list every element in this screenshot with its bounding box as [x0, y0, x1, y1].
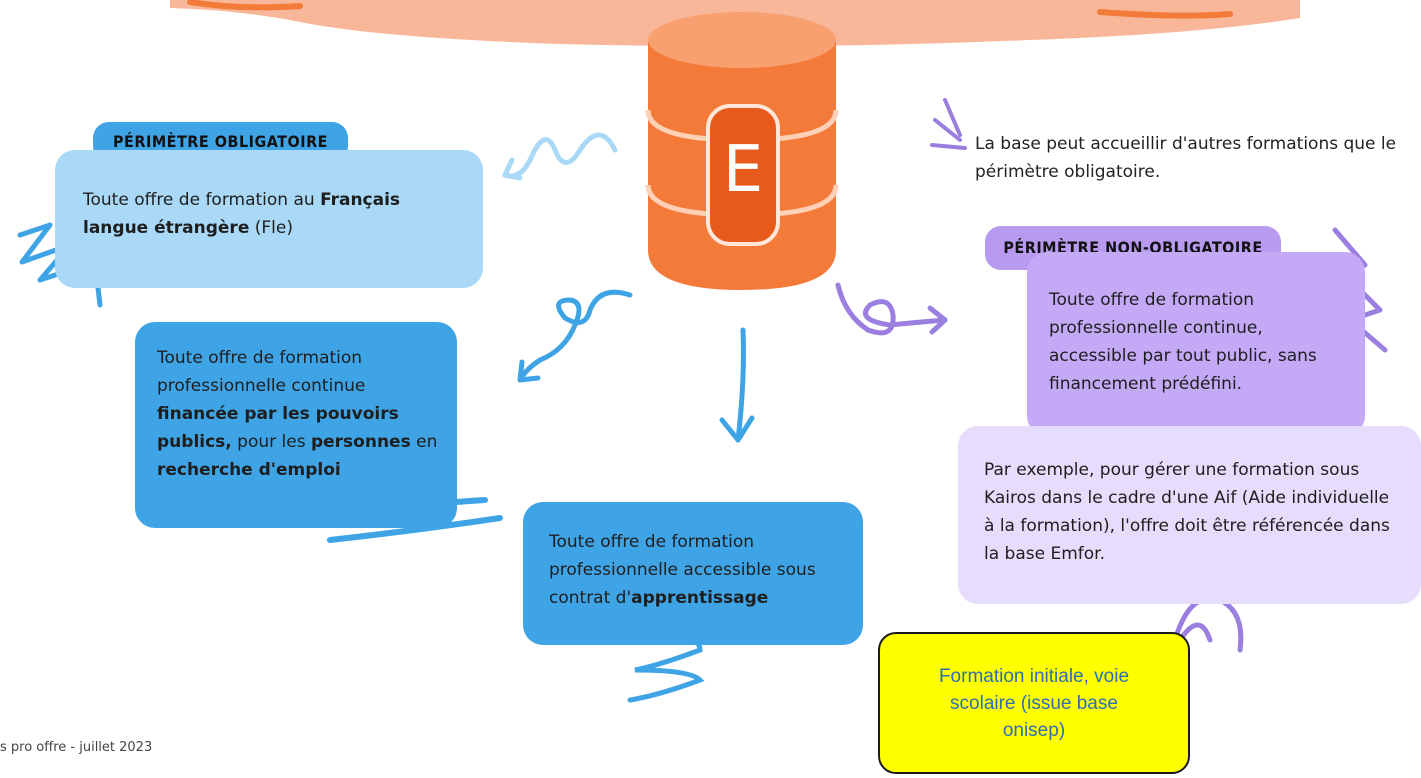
purple-loop-arrow [835, 282, 948, 336]
blue-down-arrow [735, 327, 746, 443]
example-box: Par exemple, pour gérer une formation so… [958, 426, 1421, 604]
blue-squiggle-arrow [502, 132, 618, 179]
footer-text: s pro offre - juillet 2023 [0, 740, 153, 755]
blue-scribble-bottom [627, 634, 705, 703]
apprenticeship-box: Toute offre de formation professionnelle… [523, 502, 863, 645]
fle-box: Toute offre de formation au Français lan… [55, 150, 483, 288]
blue-loops-arrow [517, 289, 633, 383]
optional-scope-box: Toute offre de formation professionnelle… [1027, 252, 1365, 436]
apprenticeship-text: Toute offre de formation professionnelle… [549, 532, 816, 608]
fle-text: Toute offre de formation au Français lan… [83, 190, 401, 238]
public-funding-box: Toute offre de formation professionnelle… [135, 322, 457, 528]
top-banner-edge-right [1097, 9, 1233, 19]
callout-text: Formation initiale, voie scolaire (issue… [938, 665, 1130, 741]
public-funding-text: Toute offre de formation professionnelle… [157, 348, 438, 480]
example-text: Par exemple, pour gérer une formation so… [984, 460, 1390, 564]
optional-scope-text: Toute offre de formation professionnelle… [1049, 290, 1317, 394]
extensible-base-note: La base peut accueillir d'autres formati… [975, 134, 1397, 182]
database-icon [645, 12, 839, 290]
database-letter: E [722, 133, 764, 207]
top-banner-edge-left [187, 0, 303, 11]
initial-training-callout: Formation initiale, voie scolaire (issue… [878, 632, 1190, 774]
